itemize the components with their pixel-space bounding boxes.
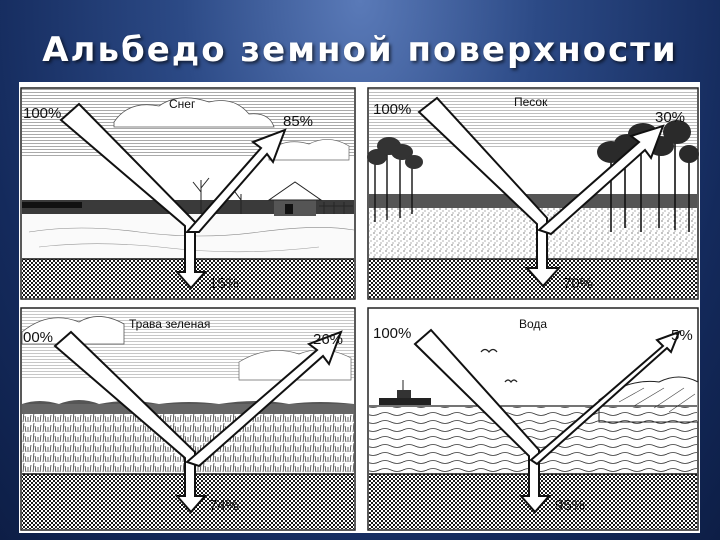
albedo-diagram: Снег 100% 85% 15% Песок 100% 30% 70% Тра… bbox=[19, 82, 700, 533]
reflected-pct-water: 5% bbox=[671, 327, 693, 344]
absorbed-pct-grass: 74% bbox=[209, 497, 239, 514]
absorbed-pct-water: 95% bbox=[555, 497, 585, 514]
panel-name-grass: Трава зеленая bbox=[129, 317, 210, 331]
reflected-pct-snow: 85% bbox=[283, 113, 313, 130]
reflected-pct-grass: 26% bbox=[313, 331, 343, 348]
panel-name-water: Вода bbox=[519, 317, 547, 331]
panel-name-sand: Песок bbox=[514, 95, 548, 109]
incoming-pct-sand: 100% bbox=[373, 101, 411, 118]
absorbed-pct-snow: 15% bbox=[209, 275, 239, 292]
incoming-pct-grass: 00% bbox=[23, 329, 53, 346]
reflected-pct-sand: 30% bbox=[655, 109, 685, 126]
absorbed-pct-sand: 70% bbox=[563, 275, 593, 292]
incoming-pct-water: 100% bbox=[373, 325, 411, 342]
incoming-pct-snow: 100% bbox=[23, 105, 61, 122]
slide-title: Альбедо земной поверхности bbox=[0, 30, 720, 70]
panel-name-snow: Снег bbox=[169, 97, 196, 111]
